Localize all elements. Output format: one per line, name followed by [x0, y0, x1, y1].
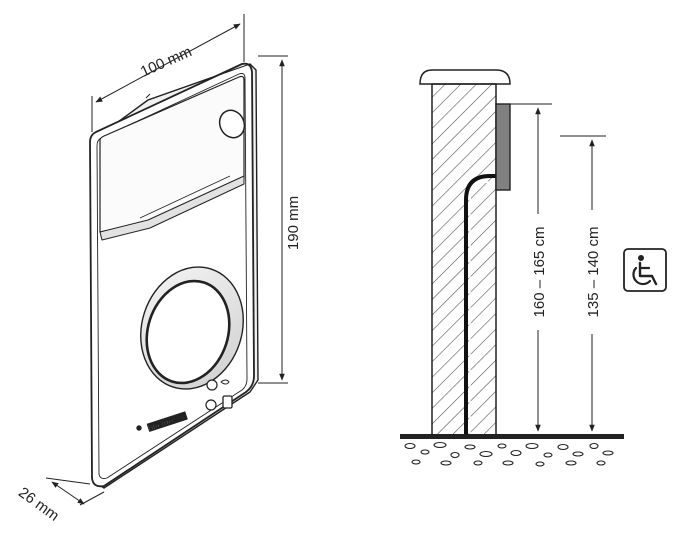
gravel [404, 441, 614, 467]
height-dimension [258, 55, 288, 384]
device-drawing: bticino [89, 62, 259, 489]
wheelchair-icon [623, 248, 667, 292]
microphone-hole [136, 425, 142, 431]
brand-plate [146, 411, 188, 432]
key-icon [220, 379, 230, 385]
led-icon [205, 399, 217, 411]
camera-lens [218, 109, 246, 139]
wall-section [400, 69, 624, 439]
ground-line [400, 434, 624, 439]
label-mask-standard [526, 214, 550, 330]
device-unit [495, 103, 511, 191]
speaker-icon [206, 379, 218, 391]
label-mask-accessible [580, 210, 604, 334]
depth-label: 26 mm [15, 484, 62, 525]
cable [464, 174, 496, 436]
door-icon [222, 395, 233, 409]
accessible-height-label: 135 – 140 cm [585, 227, 602, 318]
wall-cap [419, 69, 511, 85]
width-label: 100 mm [138, 43, 194, 81]
call-button [145, 279, 231, 385]
width-dimension [91, 14, 245, 132]
standard-height-label: 160 – 165 cm [531, 227, 548, 318]
height-label: 190 mm [285, 196, 302, 250]
depth-dimension [45, 477, 105, 506]
